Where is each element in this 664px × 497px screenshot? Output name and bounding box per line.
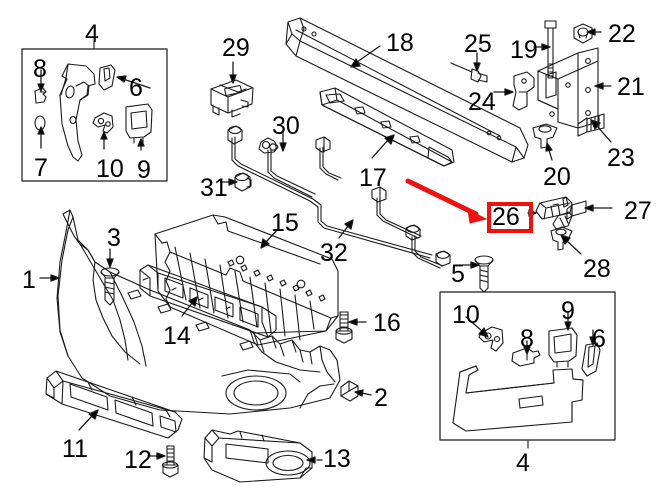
callout-4-inset-right: 4 — [516, 449, 530, 477]
callout-31-grommet: 31 — [200, 174, 228, 202]
callout-15-deflector: 15 — [271, 209, 299, 237]
arrow-14 — [181, 296, 198, 317]
callout-26-sensor-bracket: 26 — [492, 203, 520, 231]
inset-right-part-9 — [548, 327, 578, 368]
arrow-12 — [147, 452, 166, 460]
inset-left-part-10 — [92, 112, 114, 134]
part-1-bumper-cover — [56, 209, 341, 415]
callout-9-inset-cover: 9 — [561, 297, 575, 325]
callout-30-wire-harness: 30 — [272, 112, 300, 140]
inset-left-part-8 — [34, 87, 47, 104]
arrow-24 — [493, 88, 514, 96]
arrow-22 — [586, 28, 602, 36]
callout-17-impact-bar: 17 — [359, 164, 387, 192]
callout-10-clip: 10 — [96, 155, 124, 183]
arrow-16 — [348, 318, 367, 326]
callout-8-inset-bracket: 8 — [520, 325, 534, 353]
part-19-bolt — [544, 20, 557, 79]
inset-right-trim-panel — [452, 365, 584, 432]
callout-11-lower-grille: 11 — [62, 435, 88, 463]
callout-6-retainer: 6 — [129, 74, 143, 102]
inset-left-trim-panel — [59, 63, 96, 162]
callout-25-pin: 25 — [464, 30, 492, 58]
part-14-absorber — [139, 264, 277, 338]
arrow-2 — [354, 389, 372, 397]
arrow-30 — [279, 132, 287, 152]
arrow-17 — [371, 134, 395, 159]
callout-4-inset-left: 4 — [85, 20, 99, 48]
callout-29-control-module: 29 — [222, 34, 250, 62]
callout-20-nut: 20 — [543, 163, 571, 191]
arrow-19 — [533, 43, 551, 51]
harness-30-31-32 — [227, 125, 451, 269]
arrow-5 — [461, 261, 480, 269]
part-11-lower-grille — [45, 370, 183, 439]
arrow-13 — [306, 456, 323, 464]
part-26-sensor-bracket — [535, 196, 573, 220]
red-highlight-arrow — [405, 178, 488, 224]
part-2-clip — [340, 380, 359, 402]
callout-27-bolt: 27 — [624, 197, 652, 225]
part-3-screw — [100, 267, 120, 306]
part-24-bracket — [512, 71, 535, 111]
arrow-28 — [560, 234, 582, 255]
part-12-bolt — [161, 445, 179, 478]
arrow-3 — [106, 248, 114, 268]
inset-box-left-frame — [21, 40, 168, 182]
inset-right-arrows — [465, 312, 597, 355]
callout-13-fog-lamp-bezel: 13 — [323, 445, 351, 473]
callout-9-cover: 9 — [137, 156, 151, 184]
callout-14-absorber: 14 — [163, 322, 191, 350]
callout-16-bolt: 16 — [373, 309, 401, 337]
arrow-21 — [594, 82, 612, 90]
callout-28-nut: 28 — [583, 255, 611, 283]
callout-12-bolt: 12 — [124, 446, 152, 474]
callout-2-clip: 2 — [374, 384, 388, 412]
callout-10-inset-clip: 10 — [452, 301, 480, 329]
callout-21-bracket: 21 — [617, 73, 645, 101]
highlight-box-26 — [487, 202, 533, 233]
arrow-15 — [260, 227, 280, 249]
arrow-23 — [590, 119, 612, 143]
arrow-18 — [350, 45, 381, 68]
part-29-control-module — [210, 79, 254, 118]
inset-left-part-6 — [98, 64, 116, 91]
part-16-bolt — [335, 311, 353, 344]
arrow-11 — [78, 409, 99, 431]
callout-7-grommet: 7 — [34, 154, 48, 182]
part-17-impact-bar — [319, 87, 455, 167]
callout-19-bolt: 19 — [510, 36, 538, 64]
arrow-29 — [229, 61, 237, 84]
callout-22-nut: 22 — [608, 20, 636, 48]
callout-18-reinforcement: 18 — [386, 29, 414, 57]
part-27-bolt — [552, 200, 587, 230]
inset-box-right-frame — [439, 291, 616, 449]
callout-1-bumper-cover: 1 — [22, 266, 36, 294]
arrow-20 — [545, 142, 553, 161]
callout-24-bracket: 24 — [468, 88, 496, 116]
callout-32-harness: 32 — [320, 239, 348, 267]
arrow-32 — [338, 219, 354, 239]
arrow-25 — [473, 52, 481, 72]
callout-6-inset-retainer: 6 — [592, 325, 606, 353]
callout-3-screw: 3 — [107, 224, 121, 252]
callout-5-screw: 5 — [451, 260, 465, 288]
arrow-31 — [221, 178, 238, 186]
inset-right-part-6 — [581, 342, 601, 377]
arrow-1 — [39, 274, 60, 282]
inset-left-arrows — [37, 69, 151, 151]
part-18-reinforcement-bar — [285, 17, 529, 163]
callout-8-bracket: 8 — [33, 55, 47, 83]
arrow-27 — [584, 204, 613, 212]
callout-23-bolt: 23 — [607, 144, 635, 172]
